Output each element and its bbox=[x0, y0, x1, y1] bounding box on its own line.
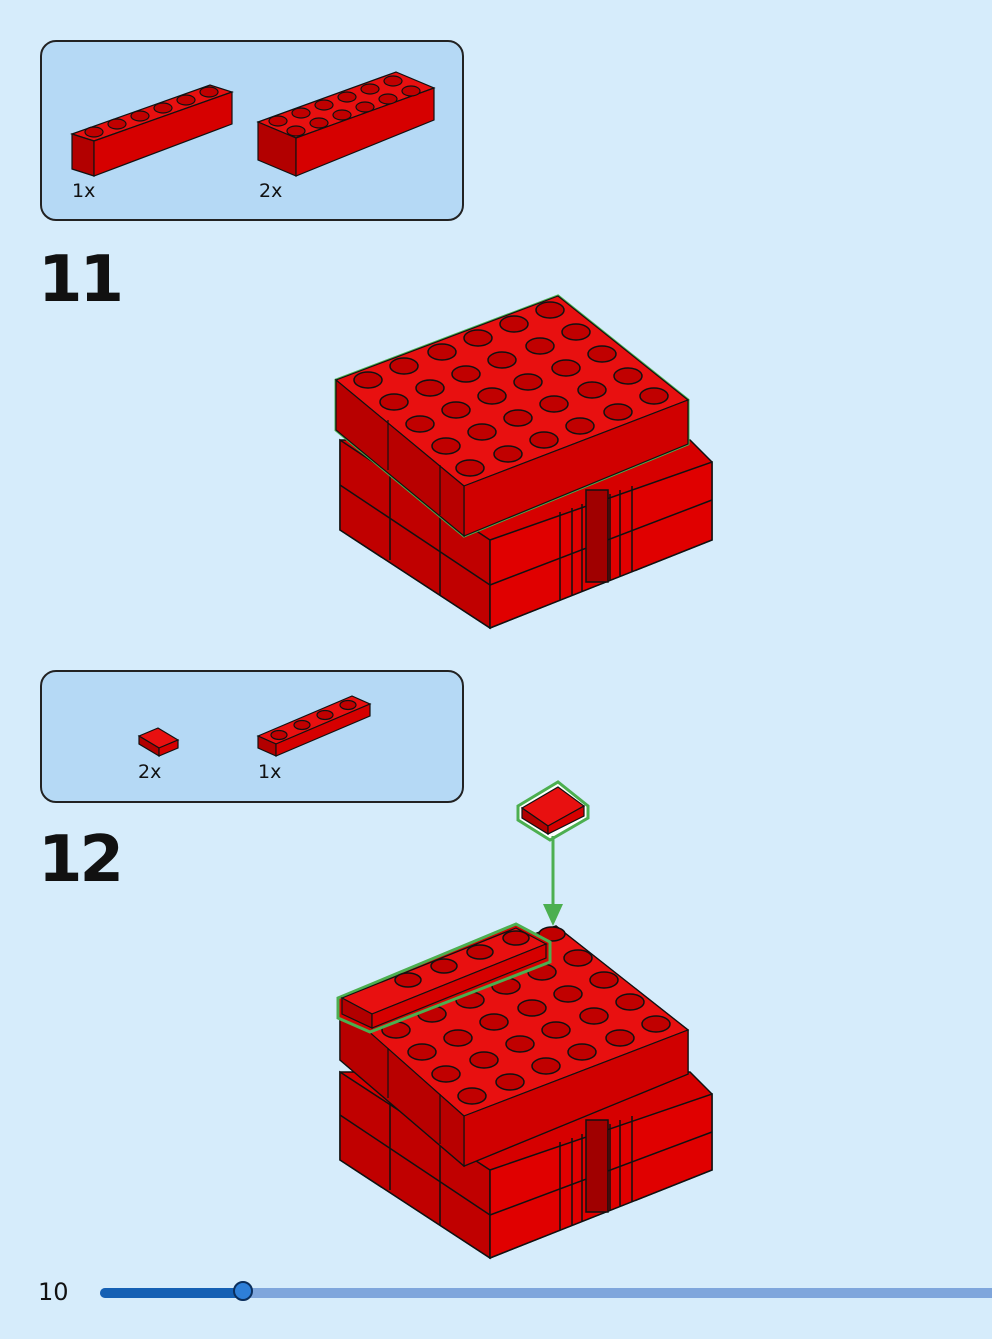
brick-2x6-icon bbox=[256, 71, 436, 177]
step-11-model-illustration bbox=[334, 294, 713, 630]
progress-knob bbox=[232, 1281, 253, 1301]
plate-1x1-highlight bbox=[516, 780, 590, 842]
plate-1x4-highlight bbox=[336, 922, 552, 1034]
progress-bar bbox=[100, 1281, 992, 1301]
page-number: 10 bbox=[38, 1278, 69, 1306]
progress-fill bbox=[100, 1288, 243, 1298]
parts-illustration bbox=[70, 71, 436, 177]
plate-1x4-icon bbox=[256, 695, 372, 757]
step-12-model-illustration bbox=[336, 780, 713, 1260]
part-quantity: 2x bbox=[138, 761, 162, 783]
parts-list-step-12: 2x 1x bbox=[40, 670, 464, 803]
parts-illustration bbox=[137, 695, 372, 758]
parts-list-step-11: 1x 2x bbox=[40, 40, 464, 221]
step-number: 12 bbox=[38, 823, 124, 897]
progress-track bbox=[100, 1288, 992, 1298]
plate-1x1-icon bbox=[137, 727, 180, 758]
step-number: 11 bbox=[38, 243, 124, 317]
part-quantity: 2x bbox=[259, 180, 283, 202]
part-quantity: 1x bbox=[258, 761, 282, 783]
part-quantity: 1x bbox=[72, 180, 96, 202]
brick-1x6-icon bbox=[70, 84, 234, 177]
placement-arrow-icon bbox=[543, 836, 563, 926]
